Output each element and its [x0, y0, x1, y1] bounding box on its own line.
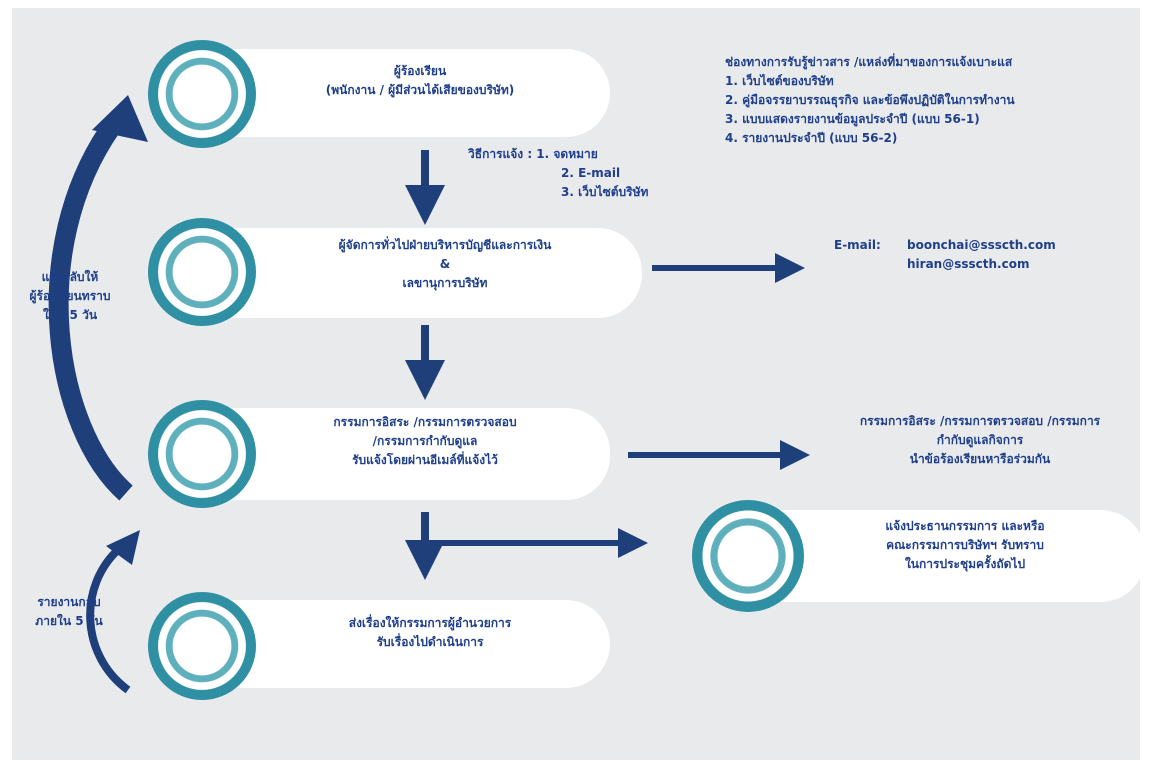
node-assign-text: ส่งเรื่องให้กรรมการผู้อำนวยการ รับเรื่อง… [260, 614, 600, 652]
email-address-2: hiran@ssscth.com [907, 257, 1030, 271]
report-5-days-label: รายงานกลับ ภายใน 5 วัน [35, 595, 103, 628]
arrow-curve-15-days-head [92, 95, 148, 142]
node-assign-line1: ส่งเรื่องให้กรรมการผู้อำนวยการ [348, 616, 512, 630]
channel-item-1: 1. เว็บไซต์ของบริษัท [725, 74, 834, 88]
node-chairman-circle-icon [692, 500, 804, 612]
node-manager-line1: ผู้จัดการทั่วไปฝ่ายบริหารบัญชีและการเงิน [338, 238, 552, 252]
node-complainant [190, 49, 610, 137]
channel-item-4: 4. รายงานประจำปี (แบบ 56-2) [725, 131, 898, 145]
node-directors-line2: /กรรมการกำกับดูแล [372, 434, 478, 448]
email-address-1: boonchai@ssscth.com [907, 238, 1056, 252]
board-consider-line3: นำข้อร้องเรียนหารือร่วมกัน [909, 452, 1051, 466]
reply-15-days-label: แจ้งกลับให้ ผู้ร้องเรียนทราบ ใน 15 วัน [29, 270, 111, 322]
report-method-1: วิธีการแจ้ง : 1. จดหมาย [468, 147, 598, 161]
node-chairman-line2: คณะกรรมการบริษัทฯ รับทราบ [886, 538, 1044, 552]
node-chairman-text: แจ้งประธานกรรมการ และหรือ คณะกรรมการบริษ… [805, 517, 1125, 574]
node-complainant-subtitle: (พนักงาน / ผู้มีส่วนได้เสียของบริษัท) [325, 83, 515, 97]
channels-title: ช่องทางการรับรู้ข่าวสาร /แหล่งที่มาของกา… [725, 55, 1013, 69]
email-label: E-mail: [834, 238, 881, 252]
board-consider-text: กรรมการอิสระ /กรรมการตรวจสอบ /กรรมการ กำ… [812, 412, 1148, 469]
report-method-2: 2. E-mail [561, 166, 621, 180]
node-directors-text: กรรมการอิสระ /กรรมการตรวจสอบ /กรรมการกำก… [250, 413, 600, 470]
node-complainant-text: ผู้ร้องเรียน (พนักงาน / ผู้มีส่วนได้เสีย… [250, 62, 590, 100]
node-complainant-circle-icon [148, 40, 256, 148]
channel-item-2: 2. คู่มือจรรยาบรรณธุรกิจ และข้อพึงปฏิบัต… [725, 93, 1015, 107]
channels-list: ช่องทางการรับรู้ข่าวสาร /แหล่งที่มาของกา… [725, 53, 1015, 148]
channel-item-3: 3. แบบแสดงรายงานข้อมูลประจำปี (แบบ 56-1) [725, 112, 980, 126]
email-addresses: boonchai@ssscth.com hiran@ssscth.com [907, 236, 1056, 274]
report-method-3: 3. เว็บไซต์บริษัท [561, 185, 649, 199]
board-consider-line2: กำกับดูแลกิจการ [936, 433, 1024, 447]
report-methods: วิธีการแจ้ง : 1. จดหมาย 2. E-mail 3. เว็… [468, 145, 648, 202]
node-manager-circle-icon [148, 218, 256, 326]
node-chairman-line1: แจ้งประธานกรรมการ และหรือ [885, 519, 1045, 533]
arrow-curve-15-days [48, 120, 133, 501]
arrow-curve-5-days [86, 545, 131, 694]
arrow-curve-5-days-head [106, 530, 140, 565]
node-chairman-line3: ในการประชุมครั้งถัดไป [904, 557, 1026, 571]
node-assign-line2: รับเรื่องไปดำเนินการ [376, 635, 484, 649]
node-directors-line3: รับแจ้งโดยผ่านอีเมล์ที่แจ้งไว้ [352, 453, 498, 467]
node-manager-line2: & [439, 257, 451, 271]
node-assign [190, 600, 610, 688]
node-assign-circle-icon [148, 592, 256, 700]
node-directors-circle-icon [148, 400, 256, 508]
board-consider-line1: กรรมการอิสระ /กรรมการตรวจสอบ /กรรมการ [859, 414, 1101, 428]
node-manager-line3: เลขานุการบริษัท [402, 276, 488, 290]
node-manager-text: ผู้จัดการทั่วไปฝ่ายบริหารบัญชีและการเงิน… [260, 236, 630, 293]
node-directors-line1: กรรมการอิสระ /กรรมการตรวจสอบ [333, 415, 517, 429]
node-complainant-title: ผู้ร้องเรียน [393, 64, 447, 78]
node-manager [190, 228, 642, 318]
node-directors [190, 408, 610, 500]
